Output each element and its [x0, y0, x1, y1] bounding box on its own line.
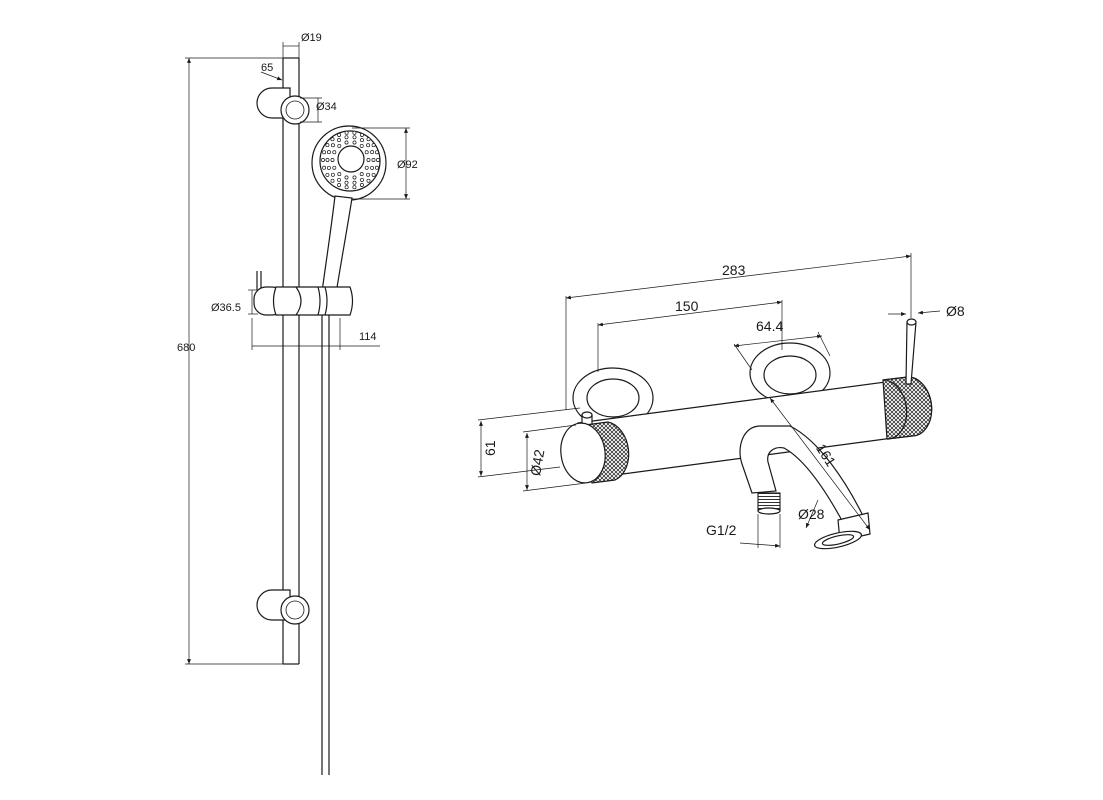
spray-nozzle	[360, 138, 364, 143]
dim-total-width: 283	[565, 253, 912, 410]
spray-nozzle	[371, 172, 376, 177]
dim-rosette-diameter: 64.4	[733, 318, 831, 371]
dim-label: Ø42	[527, 448, 547, 477]
spray-nozzle	[344, 185, 349, 190]
dim-label: 680	[177, 342, 195, 354]
spray-nozzle	[337, 133, 342, 137]
spray-nozzle	[366, 172, 371, 177]
dim-body-height: 61	[477, 407, 581, 478]
slide-rail	[282, 57, 300, 665]
dim-label: Ø19	[301, 32, 322, 44]
spray-nozzle	[359, 133, 364, 137]
dim-label: Ø36.5	[211, 302, 241, 314]
spray-nozzle	[359, 172, 364, 177]
spray-nozzle	[359, 143, 364, 148]
shower-hose	[321, 315, 330, 775]
spray-nozzle	[337, 143, 342, 148]
bath-mixer: 283 150 64.4 Ø8 61	[477, 253, 965, 550]
dim-label: 114	[359, 331, 377, 343]
dim-label: Ø34	[316, 101, 337, 113]
spray-nozzle	[326, 150, 331, 155]
dim-handle-diameter: Ø42	[522, 424, 587, 492]
spray-nozzle	[332, 165, 337, 170]
spray-nozzle	[364, 165, 369, 170]
dim-outlet-diameter: Ø28	[798, 499, 825, 529]
spray-nozzle	[352, 175, 357, 180]
dim-head-diameter: Ø92	[352, 127, 418, 200]
dim-total-height: 680	[177, 57, 283, 665]
spray-nozzle	[330, 137, 335, 142]
sliding-holder	[253, 271, 354, 316]
spray-nozzle	[344, 140, 349, 145]
spray-nozzle	[366, 158, 371, 162]
dim-holder-diameter: Ø36.5	[211, 289, 258, 315]
dim-rail-diameter: Ø19	[282, 32, 322, 58]
dim-label: 64.4	[756, 318, 783, 334]
dim-label: 150	[675, 298, 699, 314]
spray-nozzle	[344, 180, 349, 185]
right-lever	[905, 318, 917, 385]
bottom-wall-bracket	[256, 589, 310, 625]
spray-nozzle	[326, 165, 331, 170]
spray-nozzle	[344, 175, 349, 180]
spray-nozzle	[337, 172, 342, 177]
spray-nozzle	[370, 165, 375, 170]
spray-nozzle	[359, 183, 364, 187]
right-knurled-handle	[882, 376, 933, 440]
spray-nozzle	[330, 172, 335, 177]
dim-holder-depth: 114	[251, 318, 380, 350]
spray-nozzle	[337, 183, 342, 187]
dim-label: Ø92	[397, 159, 418, 171]
spray-nozzle	[366, 143, 371, 148]
spray-nozzle	[337, 177, 341, 182]
spray-nozzle	[374, 150, 379, 155]
spray-nozzle	[330, 158, 335, 162]
left-rosette	[572, 367, 654, 429]
spray-nozzle	[360, 177, 364, 182]
spray-nozzle	[352, 180, 357, 185]
spray-nozzle	[332, 150, 337, 155]
spray-nozzle	[337, 138, 341, 143]
dim-label: Ø8	[946, 303, 965, 319]
spray-nozzle	[322, 165, 327, 170]
dim-label: 65	[261, 62, 273, 74]
dim-thread-size: G1/2	[706, 514, 781, 548]
bath-spout	[739, 425, 871, 550]
dim-label: G1/2	[706, 522, 737, 538]
dim-bracket-diameter: Ø34	[300, 97, 337, 123]
dim-label: 283	[722, 262, 746, 278]
spray-nozzle	[366, 137, 371, 142]
dim-label: 61	[482, 440, 498, 456]
spray-nozzle	[370, 150, 375, 155]
spray-nozzle	[325, 143, 330, 148]
dim-lever-diameter: Ø8	[888, 303, 965, 319]
spray-nozzle	[352, 135, 357, 140]
dim-label: Ø28	[798, 506, 825, 522]
spray-nozzle	[371, 143, 376, 148]
hand-shower-head	[311, 125, 387, 295]
shower-rail-set: Ø19 65 Ø34 Ø92 Ø36.5	[177, 32, 418, 775]
spray-nozzle	[321, 158, 325, 162]
left-knurled-handle	[560, 421, 630, 484]
spray-nozzle	[322, 150, 327, 155]
spray-nozzle	[352, 130, 357, 135]
dim-bracket-offset: 65	[260, 62, 283, 81]
spray-nozzle	[330, 178, 335, 183]
spray-nozzle	[325, 172, 330, 177]
spray-nozzle	[352, 140, 357, 145]
spray-nozzle	[376, 158, 380, 162]
spray-nozzle	[366, 178, 371, 183]
spray-nozzle	[344, 135, 349, 140]
spray-nozzle	[364, 150, 369, 155]
hose-outlet-thread	[757, 492, 781, 515]
spray-nozzle	[344, 130, 349, 135]
spray-nozzle	[330, 143, 335, 148]
spray-nozzle	[352, 185, 357, 190]
top-wall-bracket	[256, 87, 310, 125]
spray-nozzle	[374, 165, 379, 170]
spray-nozzle	[371, 158, 376, 162]
spray-nozzle	[325, 158, 330, 162]
